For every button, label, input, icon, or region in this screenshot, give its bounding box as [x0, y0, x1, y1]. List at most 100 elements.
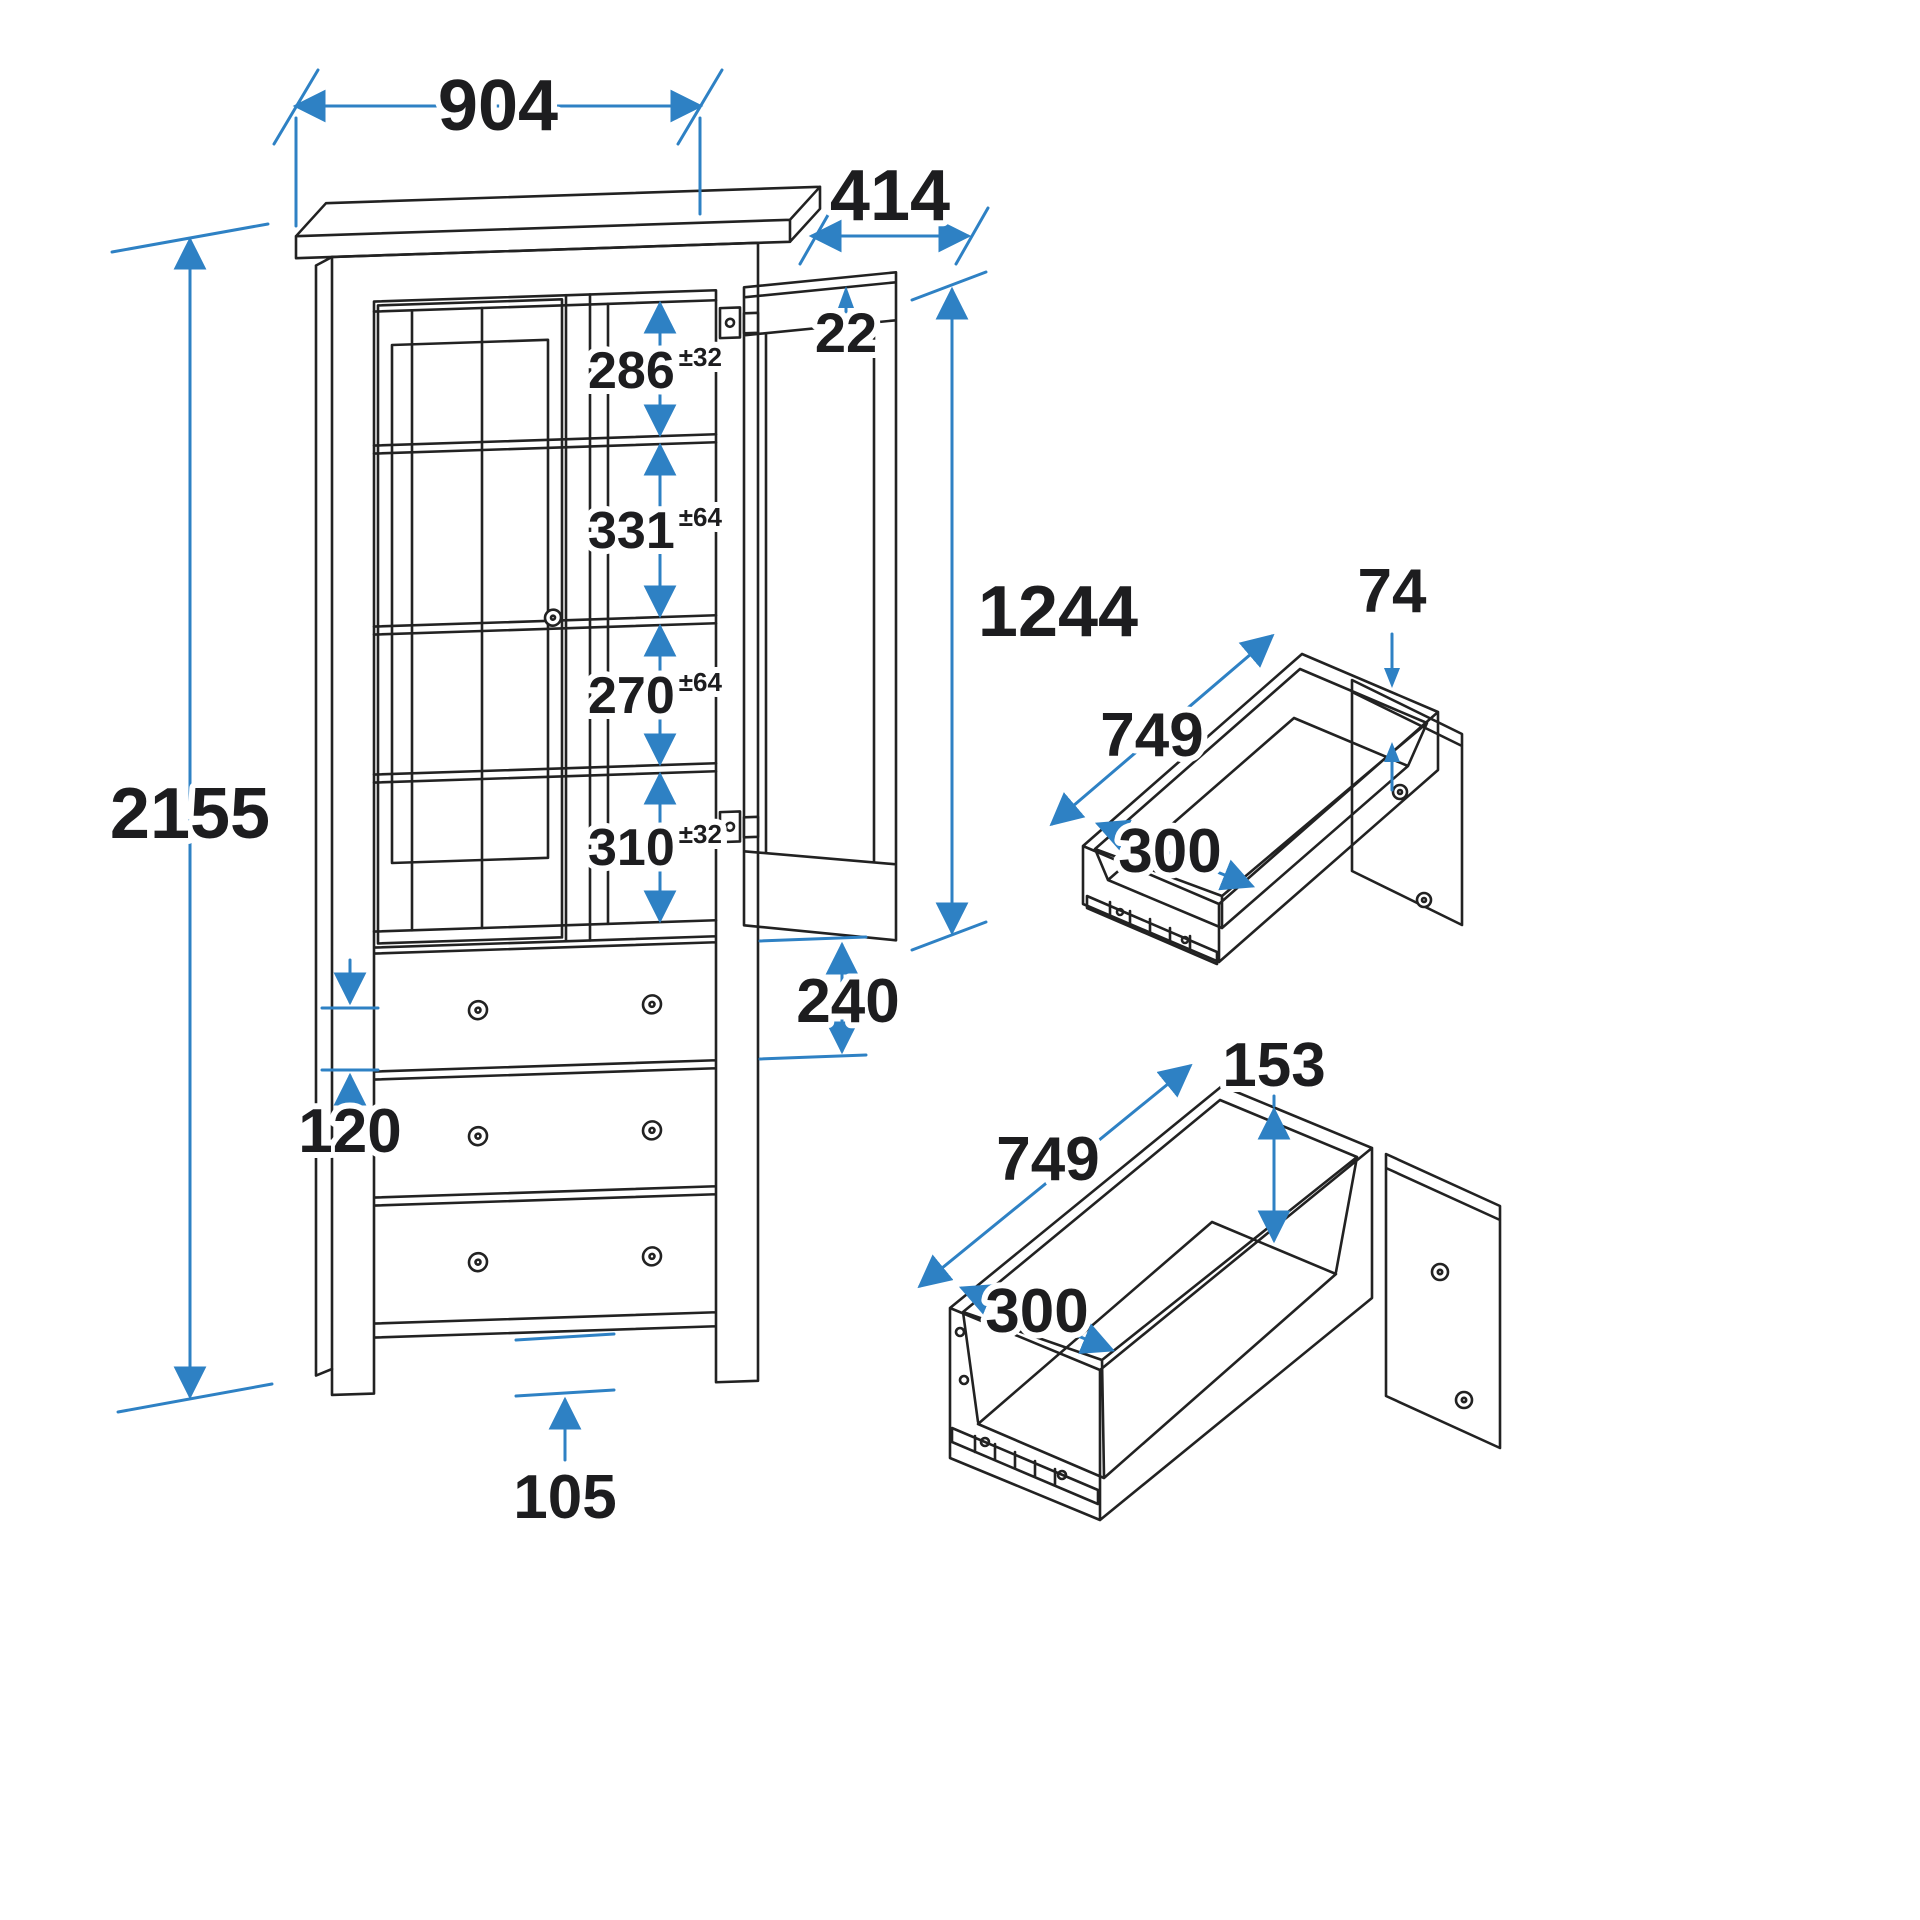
knob-pin	[648, 1000, 656, 1009]
slide-screw	[1180, 935, 1190, 945]
knob	[641, 1246, 663, 1267]
face-frame	[330, 241, 760, 1397]
dim-arrow	[1049, 633, 1275, 827]
dim-small-drawer-depth-label: 300	[1118, 817, 1221, 886]
dim-overall-height-label: 2155	[110, 774, 270, 854]
dim-large-drawer-depth-label: 300	[985, 1277, 1088, 1346]
dim-arrowhead	[838, 286, 854, 308]
small-drawer-drawing	[1081, 652, 1464, 966]
knob	[1415, 891, 1433, 909]
dim-shelf-gap-1: 286±32	[582, 300, 728, 438]
slide-screw	[1056, 1469, 1068, 1481]
dim-ticks	[910, 270, 988, 952]
dim-large-drawer-depth: 300	[958, 1271, 1116, 1354]
dim-arrowhead-up	[1384, 742, 1400, 762]
knob-pin	[1436, 1268, 1444, 1276]
knob	[1430, 1262, 1450, 1282]
knob	[1454, 1390, 1474, 1410]
knob-pin	[474, 1132, 482, 1140]
dim-floor-clearance: 105	[507, 1332, 623, 1538]
dim-overall-width: 904	[272, 60, 724, 228]
dim-floor-clearance-label: 105	[513, 1463, 616, 1532]
dim-shelf-gap-2-label: 331±64	[588, 502, 722, 560]
knob-pin	[648, 1252, 656, 1261]
side-screw-hole	[958, 1374, 970, 1386]
dim-ticks	[272, 68, 724, 228]
dim-small-drawer-width-label: 749	[1100, 701, 1203, 770]
dim-arrow	[1094, 819, 1256, 891]
dim-shelf-gap-3: 270±64	[582, 623, 729, 767]
knob	[467, 1125, 489, 1147]
dim-door-thickness-label: 22	[815, 301, 877, 364]
back-left-leg	[314, 255, 334, 1377]
dim-overall-depth: 414	[798, 150, 990, 266]
dim-small-drawer-width: 749	[1049, 633, 1275, 827]
dim-small-drawer-height: 74	[1352, 551, 1433, 792]
dim-shelf-gap-3-label: 270±64	[588, 667, 722, 725]
knob	[641, 994, 663, 1015]
dimension-annotations: 904 414 22 2155 286±32 331±64 270±64	[104, 60, 1433, 1538]
knob-pin	[1460, 1396, 1468, 1404]
small-drawer-front-panel	[1350, 678, 1464, 927]
dim-extensions	[758, 935, 868, 1061]
dim-small-drawer-depth: 300	[1094, 811, 1256, 892]
cabinet-drawing	[294, 185, 898, 1397]
side-screw-hole	[954, 1326, 966, 1338]
dim-overall-height: 2155	[104, 222, 276, 1414]
knob	[467, 999, 489, 1021]
dim-shelf-gap-2: 331±64	[582, 442, 729, 619]
dim-shelf-gap-1-label: 286±32	[588, 342, 722, 400]
knob-pin	[1396, 788, 1404, 796]
glass-door-closed	[376, 298, 564, 945]
drawer-knobs	[467, 994, 663, 1273]
large-drawer-front-panel	[1384, 1152, 1502, 1450]
dim-ticks	[110, 222, 274, 1414]
slide-screw	[1115, 907, 1125, 917]
dim-shelf-gap-4: 310±32	[582, 771, 728, 924]
dim-drawer-front-height-label: 240	[796, 967, 899, 1036]
dim-side-rail-label: 120	[298, 1097, 401, 1166]
dim-shelf-gap-4-label: 310±32	[588, 819, 722, 877]
dim-drawer-front-height: 240	[758, 935, 906, 1061]
hinge-bottom-screw	[724, 821, 736, 833]
door-knob	[543, 608, 563, 627]
center-stile	[564, 293, 592, 943]
dim-large-drawer-height: 153	[1216, 1025, 1332, 1244]
dim-small-drawer-height-label: 74	[1358, 557, 1427, 626]
dim-ticks	[320, 1006, 380, 1072]
knob-pin	[648, 1126, 656, 1135]
dim-overall-width-label: 904	[438, 66, 558, 146]
dim-ticks	[798, 206, 990, 266]
dim-large-drawer-width-label: 749	[996, 1125, 1099, 1194]
dim-overall-depth-label: 414	[830, 156, 950, 236]
dim-door-height: 1244	[910, 270, 1144, 952]
knob-pin	[1420, 896, 1428, 904]
drawer-slide-rail	[950, 1426, 1100, 1506]
glass-door-open	[742, 270, 898, 942]
dim-side-rail: 120	[292, 958, 408, 1172]
dim-arrow	[917, 1063, 1193, 1289]
back-panel-lines	[410, 302, 610, 932]
large-drawer-drawing	[948, 1084, 1502, 1522]
drawer-slide-rail	[1085, 894, 1219, 966]
dim-large-drawer-width: 749	[917, 1063, 1193, 1289]
top-board	[294, 185, 822, 260]
large-drawer-box	[948, 1084, 1374, 1522]
knob	[467, 1251, 489, 1273]
knob-pin	[474, 1006, 482, 1014]
dim-large-drawer-height-label: 153	[1222, 1031, 1325, 1100]
dim-arrowhead-down	[1384, 668, 1400, 688]
dim-ticks	[514, 1332, 616, 1398]
hinge-bottom	[718, 810, 760, 844]
dim-arrow	[958, 1284, 1116, 1354]
slide-screw	[979, 1436, 991, 1448]
dim-door-height-label: 1244	[978, 572, 1138, 652]
knob	[641, 1120, 663, 1141]
hinge-top	[718, 306, 760, 340]
hinge-top-screw	[724, 317, 736, 329]
door-knob-pin	[549, 614, 557, 621]
knob	[1391, 783, 1409, 801]
knob-pin	[474, 1258, 482, 1266]
